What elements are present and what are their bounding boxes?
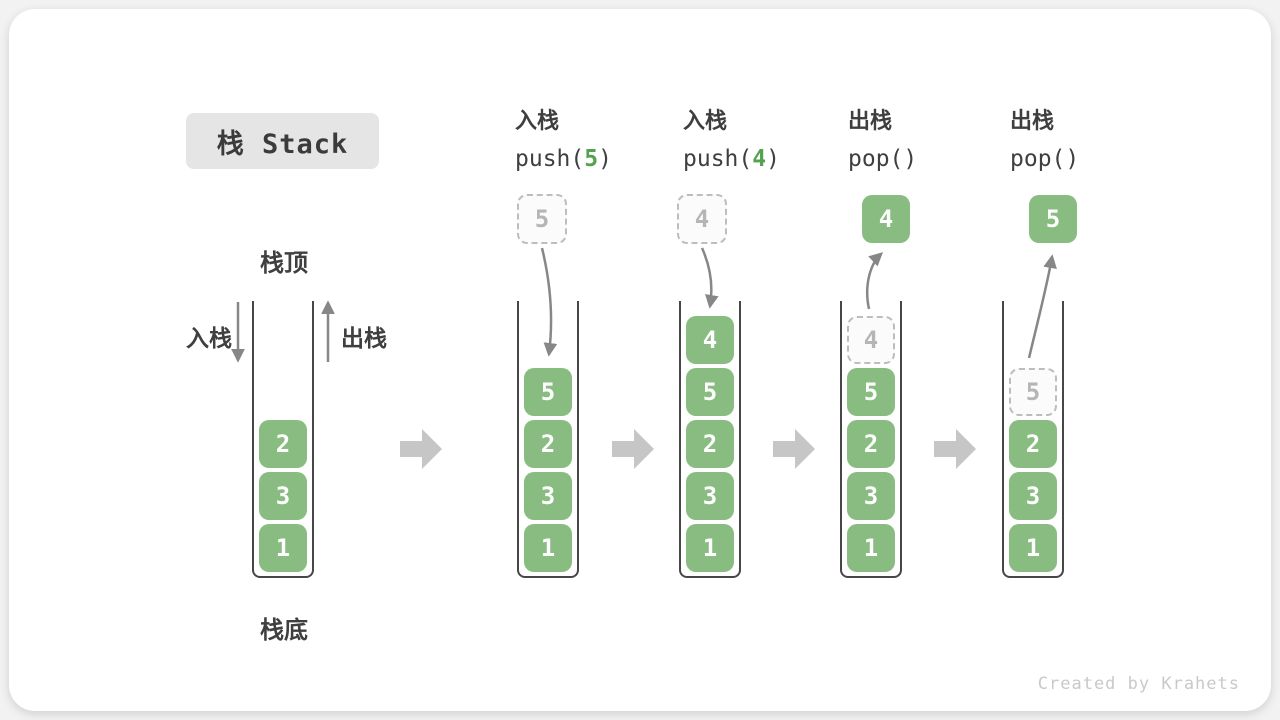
stack-cell-ghost: 5 <box>1009 368 1057 416</box>
stack-cell: 5 <box>847 368 895 416</box>
step-transition-arrow-icon <box>612 429 654 469</box>
stack-cell: 3 <box>259 472 307 520</box>
stack-top-label: 栈顶 <box>260 249 308 277</box>
push-side-label: 入栈 <box>186 326 232 352</box>
stack-state-after-pop-4: 4 5 2 3 1 <box>840 301 902 578</box>
stack-cell: 3 <box>686 472 734 520</box>
stack-cell: 1 <box>524 524 572 572</box>
step-transition-arrow-icon <box>934 429 976 469</box>
stack-state-after-pop-5: 5 2 3 1 <box>1002 301 1064 578</box>
stack-state-after-push-5: 5 2 3 1 <box>517 301 579 578</box>
incoming-ghost-box-5: 5 <box>517 194 567 244</box>
push-4-arrow-icon <box>700 247 719 309</box>
stack-cell-ghost: 4 <box>847 316 895 364</box>
step-action-label: 入栈 <box>515 109 560 134</box>
pop-side-label: 出栈 <box>341 326 387 352</box>
stack-cell: 3 <box>847 472 895 520</box>
stack-bottom-label: 栈底 <box>260 616 308 644</box>
diagram-title: 栈 Stack <box>216 128 349 160</box>
stack-cell: 3 <box>1009 472 1057 520</box>
stack-cell: 1 <box>259 524 307 572</box>
stack-cell: 5 <box>524 368 572 416</box>
watermark: Created by Krahets <box>1037 674 1240 694</box>
stack-state-after-push-4: 4 5 2 3 1 <box>679 301 741 578</box>
popped-box-4: 4 <box>862 195 910 243</box>
stack-cell: 2 <box>686 420 734 468</box>
push-arg-value: 5 <box>584 146 599 172</box>
stack-cell: 1 <box>686 524 734 572</box>
step-header-push-4: 入栈 push(4) <box>683 108 843 174</box>
stack-state-initial: 2 3 1 <box>252 301 314 578</box>
stack-cell: 2 <box>1009 420 1057 468</box>
stack-cell: 5 <box>686 368 734 416</box>
step-transition-arrow-icon <box>400 429 442 469</box>
push-arg-value: 4 <box>752 146 767 172</box>
step-header-push-5: 入栈 push(5) <box>515 108 675 174</box>
stack-cell: 1 <box>1009 524 1057 572</box>
step-action-label: 入栈 <box>683 109 728 134</box>
stack-cell: 3 <box>524 472 572 520</box>
step-code-label: pop() <box>1010 146 1080 172</box>
stack-cell: 1 <box>847 524 895 572</box>
step-transition-arrow-icon <box>773 429 815 469</box>
stack-cell: 2 <box>524 420 572 468</box>
stack-cell: 2 <box>847 420 895 468</box>
step-code-label: push(4) <box>683 146 780 172</box>
diagram-title-box: 栈 Stack <box>186 113 379 169</box>
step-code-label: push(5) <box>515 146 612 172</box>
stack-cell: 2 <box>259 420 307 468</box>
step-code-label: pop() <box>848 146 918 172</box>
incoming-ghost-box-4: 4 <box>677 194 727 244</box>
stack-cell: 4 <box>686 316 734 364</box>
step-header-pop-1: 出栈 pop() <box>848 108 1008 174</box>
step-action-label: 出栈 <box>848 109 893 134</box>
popped-box-5: 5 <box>1029 195 1077 243</box>
step-header-pop-2: 出栈 pop() <box>1010 108 1170 174</box>
step-action-label: 出栈 <box>1010 109 1055 134</box>
